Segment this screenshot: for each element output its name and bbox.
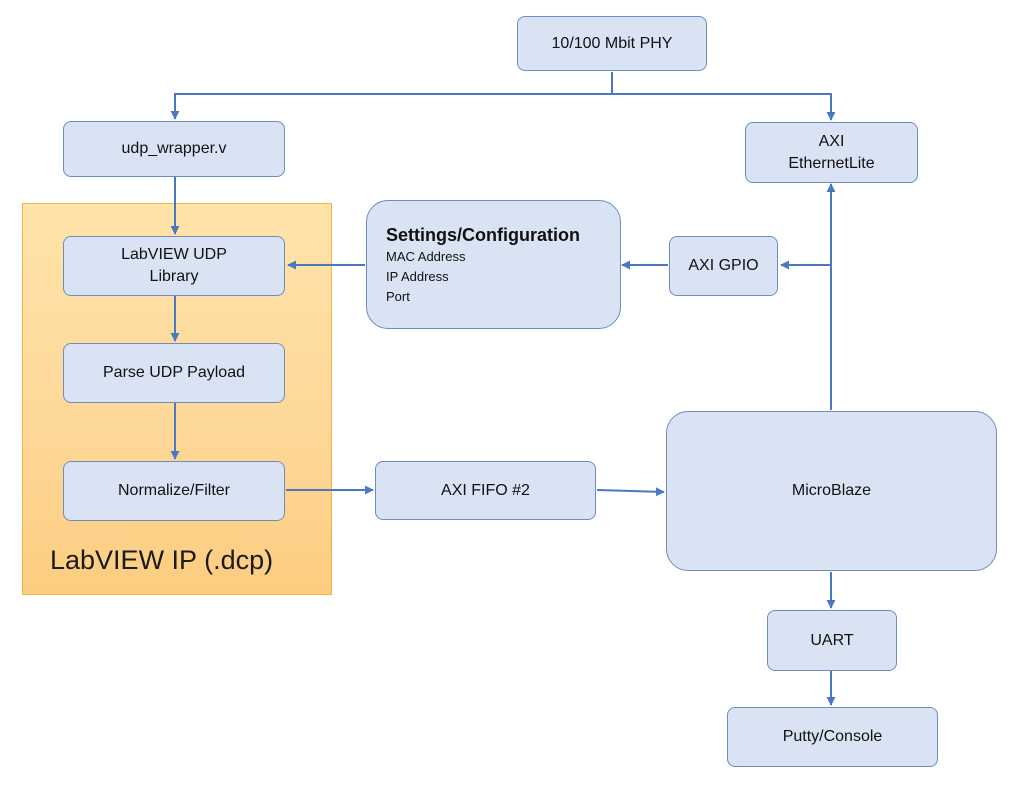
parse-label: Parse UDP Payload: [103, 364, 245, 381]
labview-udp-node: LabVIEW UDP Library: [63, 236, 285, 296]
settings-title: Settings/Configuration: [386, 225, 580, 245]
labview-udp-label-line2: Library: [149, 268, 199, 285]
putty-node: Putty/Console: [727, 707, 938, 767]
settings-item-port: Port: [386, 289, 410, 304]
ethernetlite-label-line2: EthernetLite: [788, 154, 875, 172]
phy-node: 10/100 Mbit PHY: [517, 16, 707, 71]
edge-phy-to-ethernetlite: [612, 93, 836, 121]
uart-node: UART: [767, 610, 897, 671]
uart-label: UART: [810, 631, 854, 649]
microblaze-label: MicroBlaze: [791, 482, 872, 499]
ethernetlite-label-line1: AXI: [818, 132, 845, 150]
labview-udp-label-line1: LabVIEW UDP: [121, 246, 227, 263]
normalize-label: Normalize/Filter: [117, 482, 230, 499]
udp-wrapper-node: udp_wrapper.v: [63, 121, 285, 177]
settings-node: Settings/Configuration MAC Address IP Ad…: [366, 200, 621, 329]
parse-node: Parse UDP Payload: [63, 343, 285, 403]
labview-ip-label: LabVIEW IP (.dcp): [50, 545, 274, 575]
normalize-node: Normalize/Filter: [63, 461, 285, 521]
edge-phy-to-udp-wrapper: [170, 72, 613, 120]
udp-wrapper-label: udp_wrapper.v: [121, 140, 227, 157]
gpio-node: AXI GPIO: [669, 236, 778, 296]
microblaze-node: MicroBlaze: [666, 411, 997, 571]
settings-item-mac: MAC Address: [386, 249, 466, 264]
fifo-label: AXI FIFO #2: [441, 481, 530, 499]
fifo-node: AXI FIFO #2: [375, 461, 596, 520]
settings-item-ip: IP Address: [386, 269, 449, 284]
putty-label: Putty/Console: [782, 728, 883, 745]
phy-label: 10/100 Mbit PHY: [551, 34, 673, 52]
gpio-label: AXI GPIO: [688, 257, 759, 274]
edge-fifo-to-microblaze: [596, 487, 665, 497]
ethernetlite-node: AXI EthernetLite: [745, 122, 918, 183]
